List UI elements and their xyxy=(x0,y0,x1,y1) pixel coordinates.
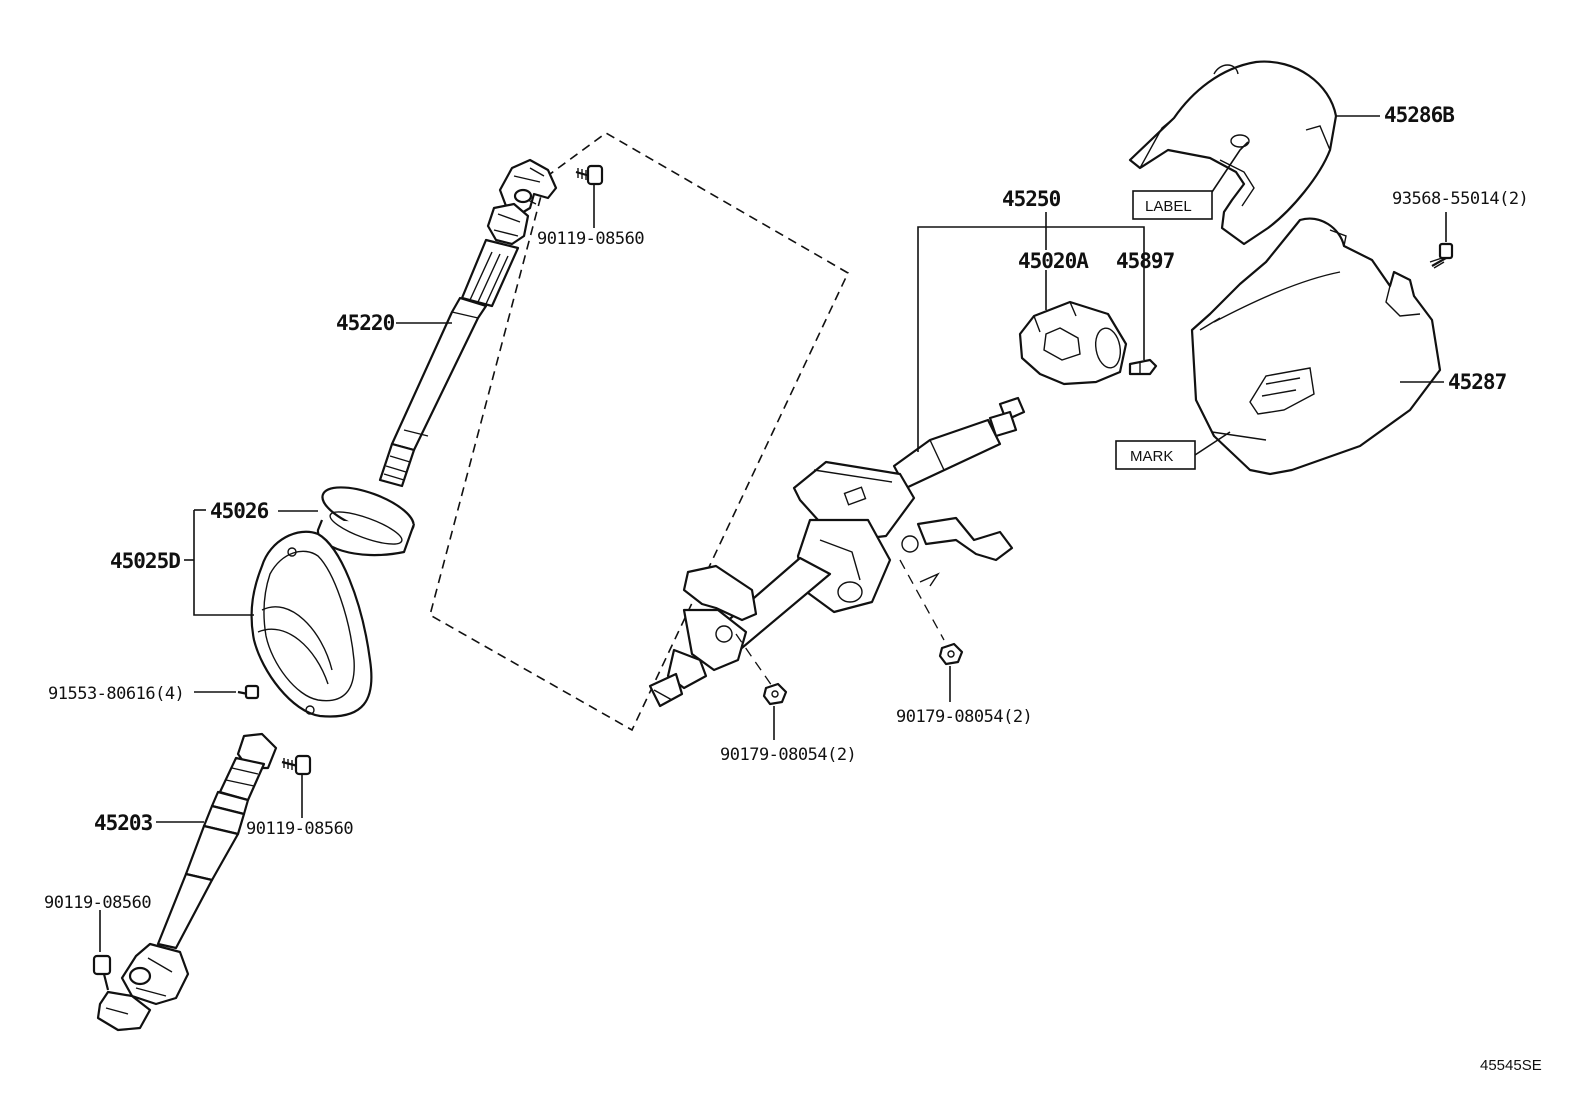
screw-93568 xyxy=(1429,242,1454,269)
label-45026: 45026 xyxy=(210,499,269,523)
nut-90179-right xyxy=(938,642,964,666)
label-90119-08560-bottom: 90119-08560 xyxy=(44,893,151,913)
intermediate-shaft-lower xyxy=(96,732,278,1032)
bracket-45250 xyxy=(917,226,1145,452)
bolt-90119-08560-mid xyxy=(281,754,312,776)
steering-column-assembly xyxy=(648,396,1026,708)
nut-90179-left xyxy=(762,682,788,706)
mark-box-text: MARK xyxy=(1130,448,1173,465)
screw-91553 xyxy=(237,684,260,700)
label-45220: 45220 xyxy=(336,311,395,335)
bolt-90119-08560-bottom xyxy=(92,954,112,991)
label-45203: 45203 xyxy=(94,811,153,835)
label-45286B: 45286B xyxy=(1384,103,1454,127)
dash-line-nut-right xyxy=(899,559,945,641)
hole-cover xyxy=(250,530,373,718)
label-45250: 45250 xyxy=(1002,187,1061,211)
leader-label-box xyxy=(1211,141,1249,193)
clip-detail xyxy=(919,572,940,587)
lower-column-cover xyxy=(1190,217,1442,476)
dash-line-nut-left xyxy=(735,633,773,687)
label-45025D: 45025D xyxy=(110,549,180,573)
intermediate-shaft-upper xyxy=(378,158,558,488)
label-90119-08560-top: 90119-08560 xyxy=(537,229,644,249)
bolt-90119-08560-top xyxy=(575,164,604,186)
label-91553-80616: 91553-80616(4) xyxy=(48,684,184,704)
assembly-dashed-outline xyxy=(429,132,850,732)
diagram-reference-code: 45545SE xyxy=(1480,1057,1542,1074)
leader-mark-box xyxy=(1194,431,1231,456)
pin-45897 xyxy=(1128,358,1158,376)
label-box-text: LABEL xyxy=(1145,198,1192,215)
label-90179-08054-left: 90179-08054(2) xyxy=(720,745,856,765)
label-box xyxy=(1132,190,1213,220)
bracket-45025D xyxy=(193,510,254,616)
label-90179-08054-right: 90179-08054(2) xyxy=(896,707,1032,727)
lock-housing xyxy=(1018,300,1128,386)
label-45897: 45897 xyxy=(1116,249,1175,273)
label-93568-55014: 93568-55014(2) xyxy=(1392,189,1528,209)
label-45020A: 45020A xyxy=(1018,249,1089,273)
dust-seal xyxy=(316,486,416,557)
label-45287: 45287 xyxy=(1448,370,1507,394)
upper-column-cover xyxy=(1128,60,1338,246)
label-90119-08560-mid: 90119-08560 xyxy=(246,819,353,839)
